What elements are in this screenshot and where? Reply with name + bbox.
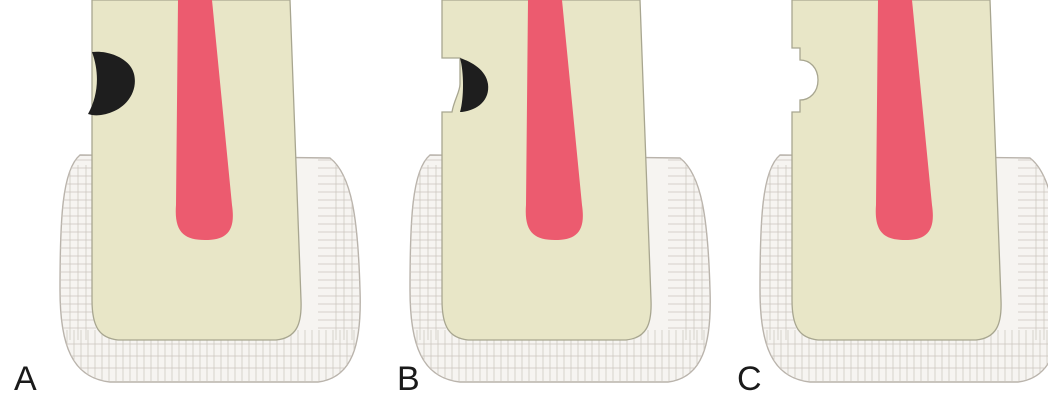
panel-label-a: A (14, 362, 37, 396)
tooth-panel-a (58, 0, 362, 384)
panel-label-c: C (737, 362, 762, 396)
tooth-panel-b (408, 0, 712, 384)
tooth-panel-c (758, 0, 1048, 384)
panel-label-b: B (397, 362, 420, 396)
